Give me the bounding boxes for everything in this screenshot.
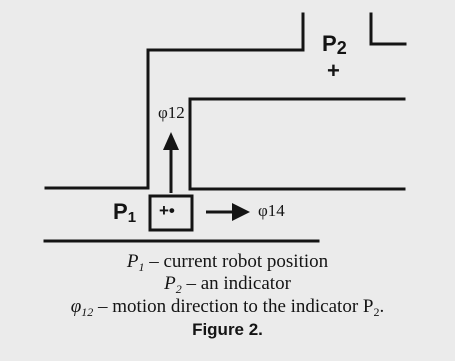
upper-left-wall: [146, 12, 305, 162]
indicator-marker: +: [327, 58, 340, 83]
middle-wall: [188, 97, 406, 160]
caption-line-p1: P1 – current robot position: [126, 251, 329, 274]
robot-label: P1: [113, 199, 137, 226]
phi14-label: φ14: [258, 201, 285, 220]
lower-wall: [44, 158, 150, 190]
arrow-phi12: [163, 132, 179, 193]
indicator-label: P2: [322, 31, 347, 58]
figure-label: Figure 2.: [192, 320, 263, 339]
robot-box: [148, 194, 194, 232]
caption-line-p2: P2 – an indicator: [164, 273, 291, 296]
robot-symbol: +•: [159, 201, 175, 220]
arrowhead-up-icon: [163, 132, 179, 150]
arrow-phi14: [206, 203, 250, 221]
caption-line-phi12: φ12 – motion direction to the indicator …: [70, 296, 385, 319]
phi12-label: φ12: [158, 103, 185, 122]
arrowhead-right-icon: [232, 203, 250, 221]
upper-right-wall: [369, 12, 407, 46]
